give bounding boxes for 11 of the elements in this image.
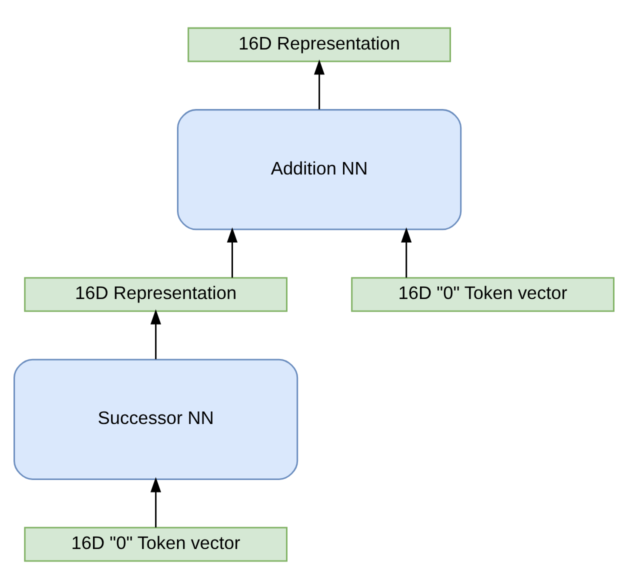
arrow xyxy=(150,476,162,527)
arrow xyxy=(401,226,412,278)
arrow xyxy=(226,226,238,278)
node-box: 16D Representation xyxy=(24,276,288,312)
node-box: 16D "0" Token vector xyxy=(24,526,288,562)
node-box: Successor NN xyxy=(14,358,298,480)
node-box: 16D Representation xyxy=(188,26,451,62)
node-box: Addition NN xyxy=(177,108,462,230)
node-box: 16D "0" Token vector xyxy=(351,276,614,312)
arrow xyxy=(150,308,162,359)
arrow xyxy=(314,58,325,109)
